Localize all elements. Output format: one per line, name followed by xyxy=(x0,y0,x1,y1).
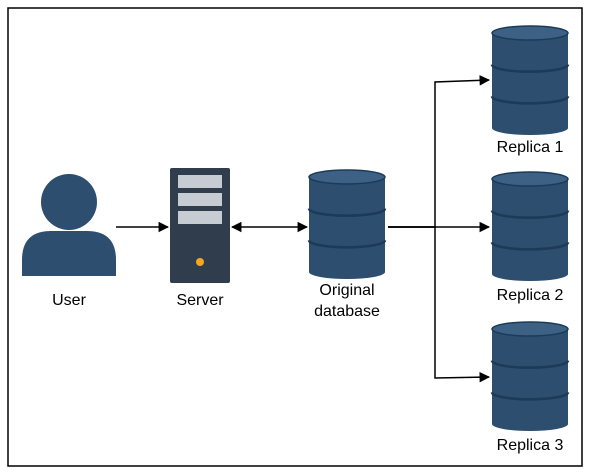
label-replica-1: Replica 1 xyxy=(496,139,564,156)
edges-layer xyxy=(116,75,491,383)
label-replica-3: Replica 3 xyxy=(496,437,564,454)
database-band xyxy=(490,64,570,73)
database-band xyxy=(490,95,570,105)
database-band xyxy=(307,208,387,217)
label-user: User xyxy=(52,292,86,309)
database-top xyxy=(308,169,386,185)
server-led xyxy=(196,258,204,266)
database-band xyxy=(490,210,570,219)
edge-original-db-to-replica-3 xyxy=(388,226,491,383)
database-band xyxy=(490,391,570,401)
database-top xyxy=(491,171,569,187)
database-icon xyxy=(490,321,570,431)
label-replica-2: Replica 2 xyxy=(496,287,564,304)
edge-original-db-to-replica-1 xyxy=(388,75,491,228)
database-body xyxy=(492,33,568,135)
server-slot xyxy=(178,211,222,224)
database-icon xyxy=(490,25,570,135)
label-server: Server xyxy=(176,292,224,309)
database-top xyxy=(491,321,569,337)
database-icon xyxy=(490,171,570,281)
server-icon xyxy=(170,168,230,283)
database-band xyxy=(490,241,570,251)
database-body xyxy=(492,179,568,281)
diagram-frame xyxy=(7,7,583,467)
label-original-database: Original database xyxy=(314,282,380,320)
database-band xyxy=(490,360,570,369)
server-slot xyxy=(178,193,222,206)
user-icon xyxy=(22,174,116,276)
database-top xyxy=(491,25,569,41)
database-band xyxy=(307,239,387,249)
database-icon xyxy=(307,169,387,279)
server-slot xyxy=(178,175,222,188)
database-body xyxy=(492,329,568,431)
database-body xyxy=(309,177,385,279)
